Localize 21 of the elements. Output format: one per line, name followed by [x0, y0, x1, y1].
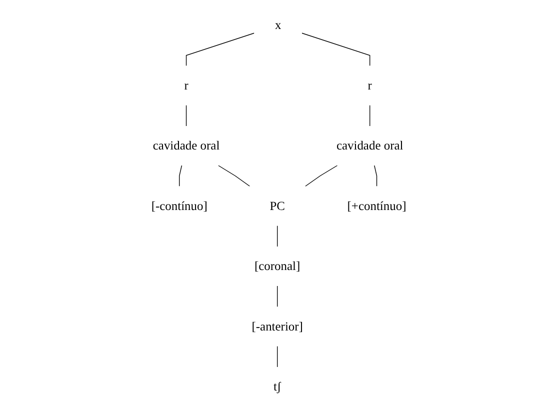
- connector: [277, 225, 278, 247]
- connector: [186, 32, 255, 66]
- connector: [179, 165, 182, 187]
- connector: [277, 346, 278, 368]
- connector: [302, 32, 370, 66]
- node-text: [-anterior]: [252, 319, 304, 334]
- connector: [305, 165, 338, 187]
- node-text: r: [368, 78, 372, 92]
- node-text: [-contínuo]: [152, 198, 208, 213]
- node-text: PC: [270, 198, 286, 213]
- connector: [186, 104, 187, 126]
- node-text: cavidade oral: [336, 138, 404, 152]
- node-text: x: [275, 18, 282, 32]
- node-text: r: [184, 78, 189, 92]
- node-text: [+contínuo]: [348, 198, 406, 213]
- connector: [218, 165, 250, 187]
- node-text: [coronal]: [254, 258, 300, 273]
- node-text: cavidade oral: [153, 138, 220, 152]
- node-text: tʃ: [274, 379, 282, 394]
- connector: [374, 165, 378, 187]
- connector: [277, 286, 278, 308]
